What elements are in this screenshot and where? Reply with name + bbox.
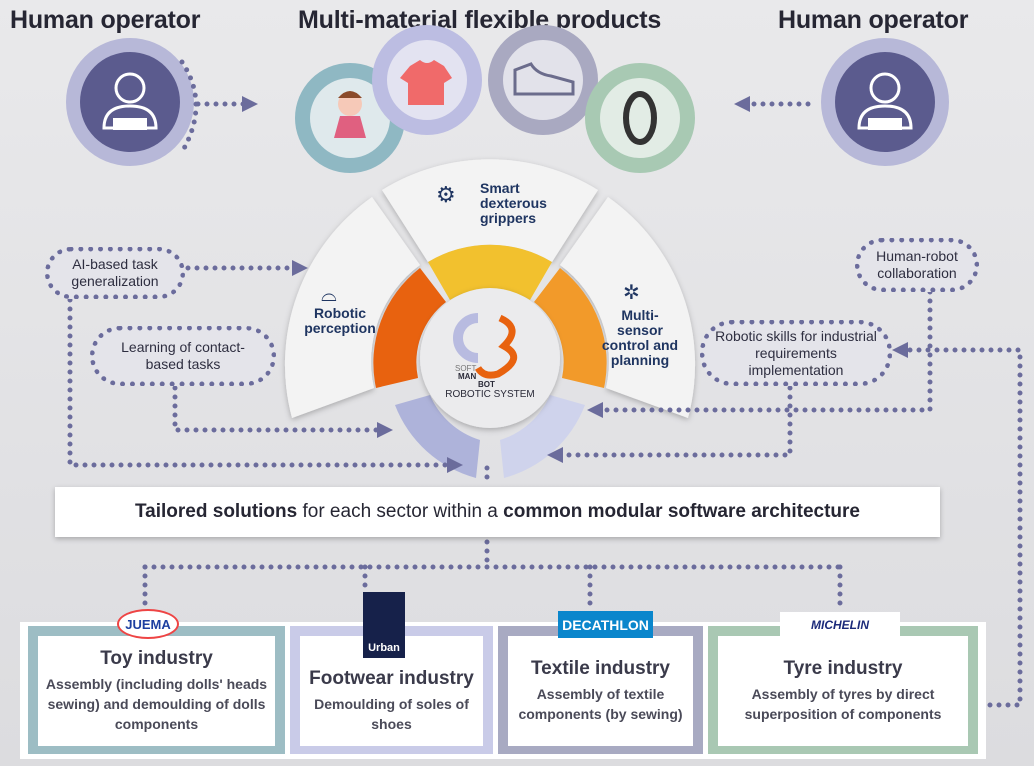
center-label: ROBOTIC SYSTEM	[445, 389, 535, 400]
architecture-banner: Tailored solutions for each sector withi…	[55, 487, 940, 537]
left-title: Human operator	[10, 6, 201, 34]
segment-control	[560, 197, 696, 418]
bubble-learning-text: Learning of contact-based tasks	[121, 339, 245, 372]
card-title: Footwear industry	[309, 668, 474, 689]
segment-label-perception: Robotic perception	[304, 305, 376, 336]
ring-amber	[534, 268, 607, 388]
card-title: Textile industry	[530, 658, 670, 679]
banner-part3: common modular software architecture	[503, 501, 861, 522]
connector-lines	[67, 59, 1023, 708]
bubble-ai-task-text: AI-based task generalization	[71, 256, 159, 289]
network-icon: ✲	[623, 282, 640, 304]
segment-grippers	[382, 159, 598, 262]
robot-arm-icon: ⚙	[436, 182, 456, 207]
tyre-product-icon	[585, 63, 695, 173]
urban-logo: Urban	[363, 592, 405, 658]
card-desc: Demoulding of soles of shoes	[314, 696, 469, 732]
bubble-human-robot: Human-robot collaboration	[855, 238, 979, 292]
shirt-product-icon	[372, 25, 482, 135]
logo-man: MAN	[458, 372, 477, 381]
card-title: Tyre industry	[783, 658, 903, 679]
ring-orange	[373, 268, 446, 388]
banner-part1: Tailored solutions	[134, 501, 298, 522]
ring-yellow	[428, 244, 552, 300]
softmanbot-logo-icon	[453, 313, 517, 379]
bubble-robotic-skills-text: Robotic skills for industrial requiremen…	[715, 327, 877, 378]
right-title: Human operator	[778, 6, 969, 34]
human-operator-left-icon	[66, 38, 194, 166]
logo-bot: BOT	[478, 380, 495, 389]
bubble-robotic-skills: Robotic skills for industrial requiremen…	[700, 320, 892, 386]
segment-perception	[284, 197, 420, 418]
card-title: Toy industry	[100, 648, 213, 669]
card-desc: Assembly (including dolls' heads sewing)…	[45, 676, 268, 732]
bubble-ai-task: AI-based task generalization	[45, 247, 185, 299]
banner-part2: for each sector within a	[297, 501, 504, 522]
bubble-learning: Learning of contact-based tasks	[90, 326, 276, 386]
center-title: Multi-material flexible products	[298, 6, 662, 34]
segment-label-grippers: Smart dexterous grippers	[480, 180, 547, 226]
system-fan	[284, 159, 696, 418]
center-circle	[420, 288, 560, 428]
vr-headset-icon: ⌓	[321, 284, 337, 306]
logo-soft: SOFT	[455, 364, 477, 373]
arrow-arc-right	[500, 395, 585, 478]
michelin-logo: MICHELIN	[780, 612, 900, 638]
bubble-human-robot-text: Human-robot collaboration	[876, 248, 958, 281]
juema-logo: JUEMA	[117, 609, 179, 639]
card-desc: Assembly of textile components (by sewin…	[518, 686, 683, 722]
human-operator-right-icon	[821, 38, 949, 166]
segment-label-control: Multi-sensor control and planning	[601, 307, 679, 368]
card-desc: Assembly of tyres by direct superpositio…	[744, 686, 942, 722]
shoe-product-icon	[488, 25, 598, 135]
decathlon-logo: DECATHLON	[558, 611, 653, 638]
